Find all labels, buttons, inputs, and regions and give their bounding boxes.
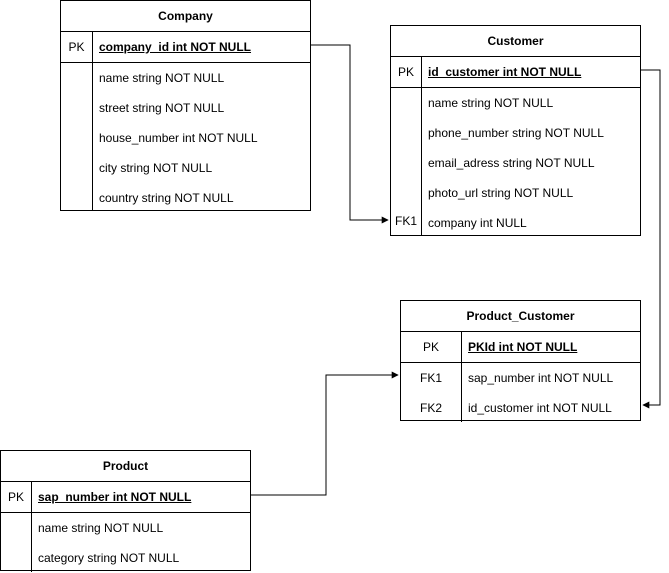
edge-company-to-customer bbox=[311, 44, 389, 224]
entity-product[interactable]: Product PK sap_number int NOT NULL name … bbox=[0, 450, 251, 573]
key-label bbox=[61, 93, 92, 123]
entity-customer[interactable]: Customer PK id_customer int NOT NULL FK1… bbox=[390, 25, 641, 236]
key-column: FK1 bbox=[391, 88, 422, 236]
key-label bbox=[1, 543, 31, 573]
field-row[interactable]: name string NOT NULL bbox=[38, 521, 164, 535]
field-row[interactable]: email_adress string NOT NULL bbox=[428, 156, 595, 170]
key-label bbox=[1, 513, 31, 543]
key-label: PK bbox=[401, 332, 462, 362]
primary-key-row[interactable]: PK PKId int NOT NULL bbox=[401, 332, 640, 363]
primary-key-field: PKId int NOT NULL bbox=[468, 340, 578, 354]
primary-key-field: id_customer int NOT NULL bbox=[428, 65, 582, 79]
field-row[interactable]: phone_number string NOT NULL bbox=[428, 126, 604, 140]
field-row[interactable]: name string NOT NULL bbox=[99, 71, 225, 85]
key-label bbox=[61, 122, 92, 152]
key-column: FK1 FK2 bbox=[401, 363, 462, 422]
key-label: PK bbox=[1, 482, 32, 512]
entity-product-customer[interactable]: Product_Customer PK PKId int NOT NULL FK… bbox=[400, 300, 641, 423]
key-label bbox=[391, 118, 421, 148]
key-label: FK1 bbox=[394, 214, 417, 228]
primary-key-row[interactable]: PK id_customer int NOT NULL bbox=[391, 57, 640, 88]
entity-title: Product_Customer bbox=[401, 301, 640, 332]
primary-key-field: sap_number int NOT NULL bbox=[38, 490, 192, 504]
key-label bbox=[391, 88, 421, 118]
key-label bbox=[61, 152, 92, 182]
key-column bbox=[1, 513, 32, 572]
field-row[interactable]: city string NOT NULL bbox=[99, 161, 213, 175]
field-row[interactable]: house_number int NOT NULL bbox=[99, 131, 258, 145]
key-label: FK2 bbox=[419, 401, 442, 415]
primary-key-row[interactable]: PK company_id int NOT NULL bbox=[61, 32, 310, 63]
primary-key-field: company_id int NOT NULL bbox=[99, 40, 252, 54]
primary-key-row[interactable]: PK sap_number int NOT NULL bbox=[1, 482, 250, 513]
field-row[interactable]: country string NOT NULL bbox=[99, 191, 234, 205]
key-label: PK bbox=[61, 32, 93, 62]
field-row[interactable]: street string NOT NULL bbox=[99, 101, 225, 115]
entity-title: Company bbox=[61, 1, 310, 32]
field-column: name string NOT NULL street string NOT N… bbox=[93, 63, 258, 213]
key-column bbox=[61, 63, 93, 211]
edge-product-to-product-customer bbox=[251, 371, 399, 496]
key-label bbox=[61, 63, 92, 93]
key-label: FK1 bbox=[419, 371, 442, 385]
field-row[interactable]: photo_url string NOT NULL bbox=[428, 186, 574, 200]
field-column: name string NOT NULL category string NOT… bbox=[32, 513, 179, 573]
entity-title: Customer bbox=[391, 26, 640, 57]
field-row[interactable]: id_customer int NOT NULL bbox=[468, 401, 612, 415]
field-row[interactable]: sap_number int NOT NULL bbox=[468, 371, 614, 385]
key-label bbox=[61, 181, 92, 211]
field-column: sap_number int NOT NULL id_customer int … bbox=[462, 363, 613, 423]
field-column: name string NOT NULL phone_number string… bbox=[422, 88, 604, 238]
key-label: PK bbox=[391, 57, 422, 87]
key-label bbox=[391, 177, 421, 207]
entity-company[interactable]: Company PK company_id int NOT NULL name … bbox=[60, 0, 311, 211]
field-row[interactable]: category string NOT NULL bbox=[38, 551, 180, 565]
key-label bbox=[391, 147, 421, 177]
edge-customer-to-product-customer bbox=[641, 69, 661, 409]
field-row[interactable]: name string NOT NULL bbox=[428, 96, 554, 110]
field-row[interactable]: company int NULL bbox=[428, 216, 527, 230]
entity-title: Product bbox=[1, 451, 250, 482]
